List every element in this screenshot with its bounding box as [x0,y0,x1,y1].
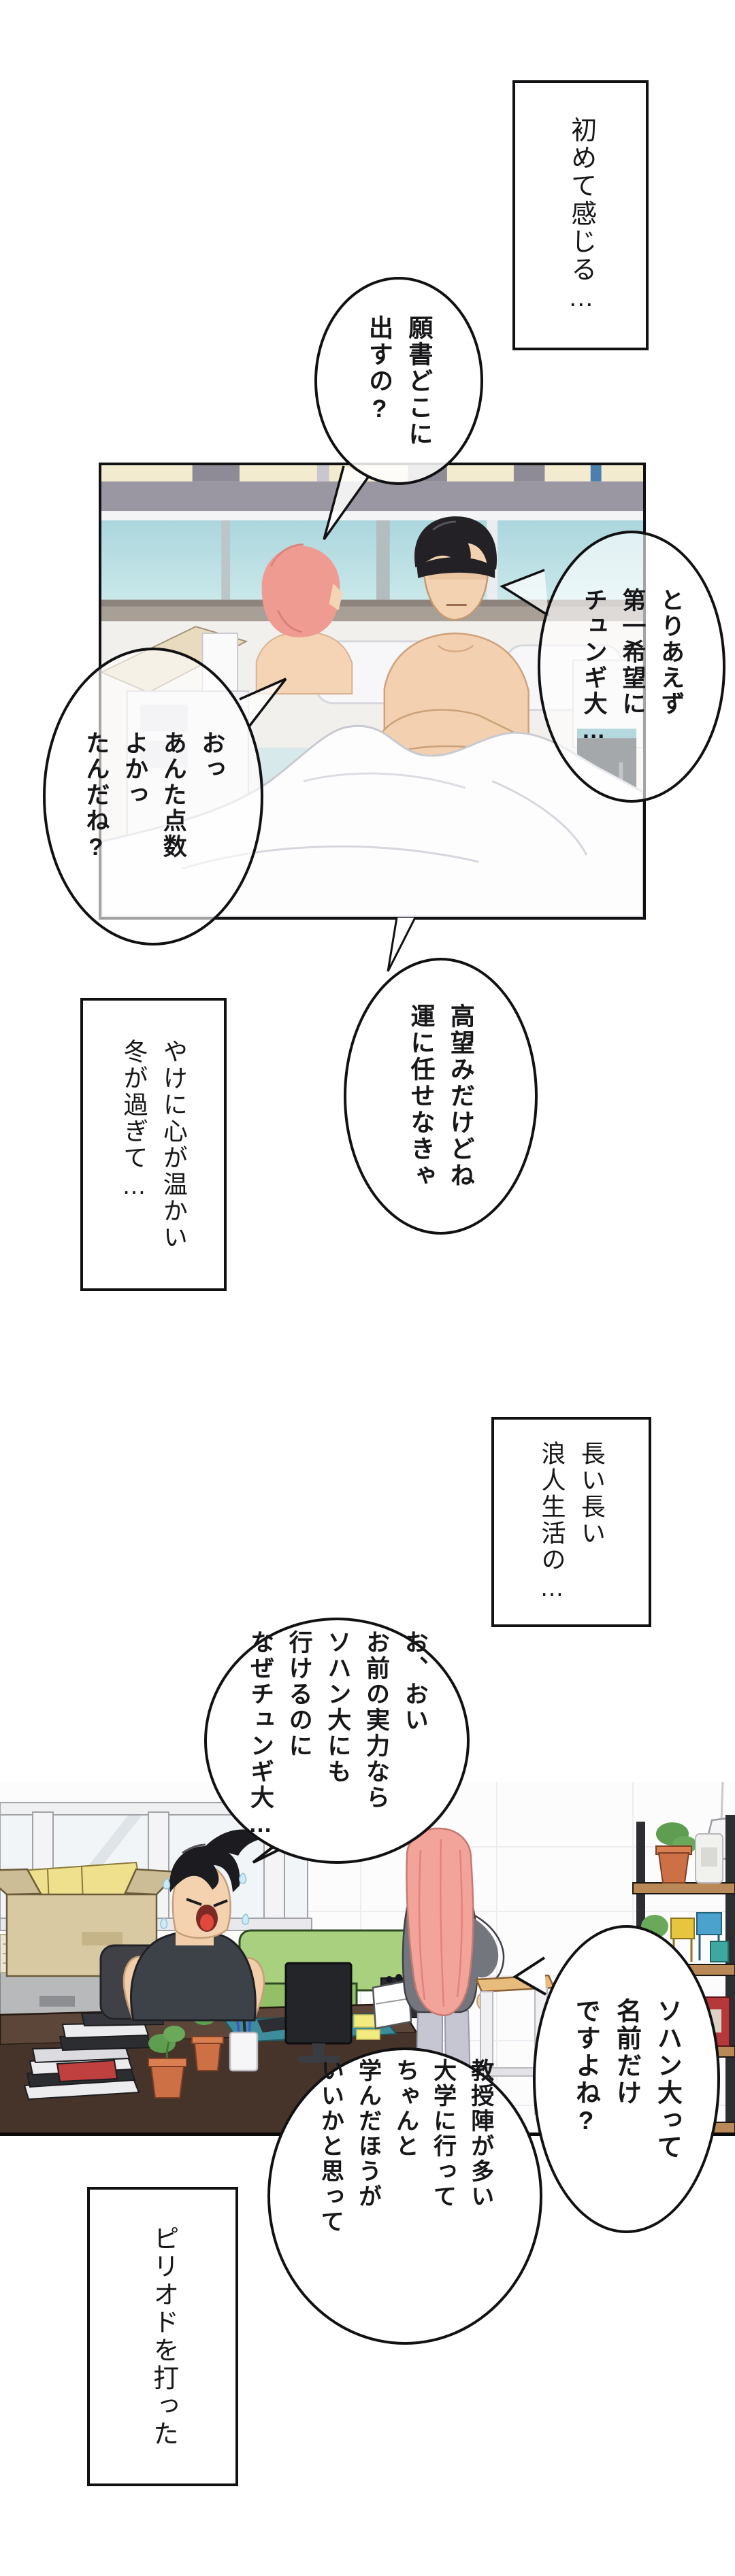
speech-text: お、おい お前の実力なら ソハン大にも 行けるのに なぜチュンギ大… [246,1630,428,1839]
speech-bubble-gansho: 願書どこに 出すの? [314,277,483,485]
speech-bubble-oi: お、おい お前の実力なら ソハン大にも 行けるのに なぜチュンギ大… [204,1618,470,1864]
speech-bubble-takanozomi: 高望みだけどね 運に任せなきゃ [344,958,538,1235]
shelf-jar [695,1833,723,1884]
shelf-plant-top [655,1822,697,1884]
man-at-desk [122,1829,265,2022]
mini-chairs [670,1912,729,1962]
narration-box-nagai: 長い長い 浪人生活の… [491,1417,651,1627]
narration-text: やけに心が温かい 冬が過ぎて… [120,1038,188,1251]
sweat-drops [160,1873,250,1929]
speech-text: 高望みだけどね 運に任せなきゃ [407,1003,475,1189]
narration-text: 長い長い 浪人生活の… [538,1441,606,1603]
speech-bubble-toriaezu: とりあえず 第一希望に チュンギ大… [538,531,725,803]
speech-text: とりあえず 第一希望に チュンギ大… [580,588,685,746]
takanozomi-bubble-tail [387,917,416,972]
speech-text: ソハン大って 名前だけ ですよね? [572,1997,682,2161]
book-stacks [23,2011,165,2101]
speech-bubble-kyoju: 教授陣が多い 大学に行って ちゃんと 学んだほうが いいかと思って [267,2047,542,2345]
pen-cup [229,2013,259,2072]
narration-box-hajimete: 初めて感じる… [512,80,649,350]
speech-bubble-otto: おっ あんた点数 よかっ たんだね? [43,648,263,946]
narration-box-yakeni: やけに心が温かい 冬が過ぎて… [80,998,227,1291]
speech-text: おっ あんた点数 よかっ たんだね? [82,731,225,863]
speech-text: 願書どこに 出すの? [365,314,434,448]
speech-text: 教授陣が多い 大学に行って ちゃんと 学んだほうが いいかと思って [317,2058,493,2235]
window-glass [101,520,643,600]
narration-text: ピリオドを打った [148,2225,178,2448]
narration-box-period: ピリオドを打った [87,2187,238,2486]
monitor [284,1962,383,2063]
cardboard-box [0,1861,180,1977]
speech-bubble-sohan: ソハン大って 名前だけ ですよね? [533,1925,720,2233]
narration-text: 初めて感じる… [566,116,595,314]
